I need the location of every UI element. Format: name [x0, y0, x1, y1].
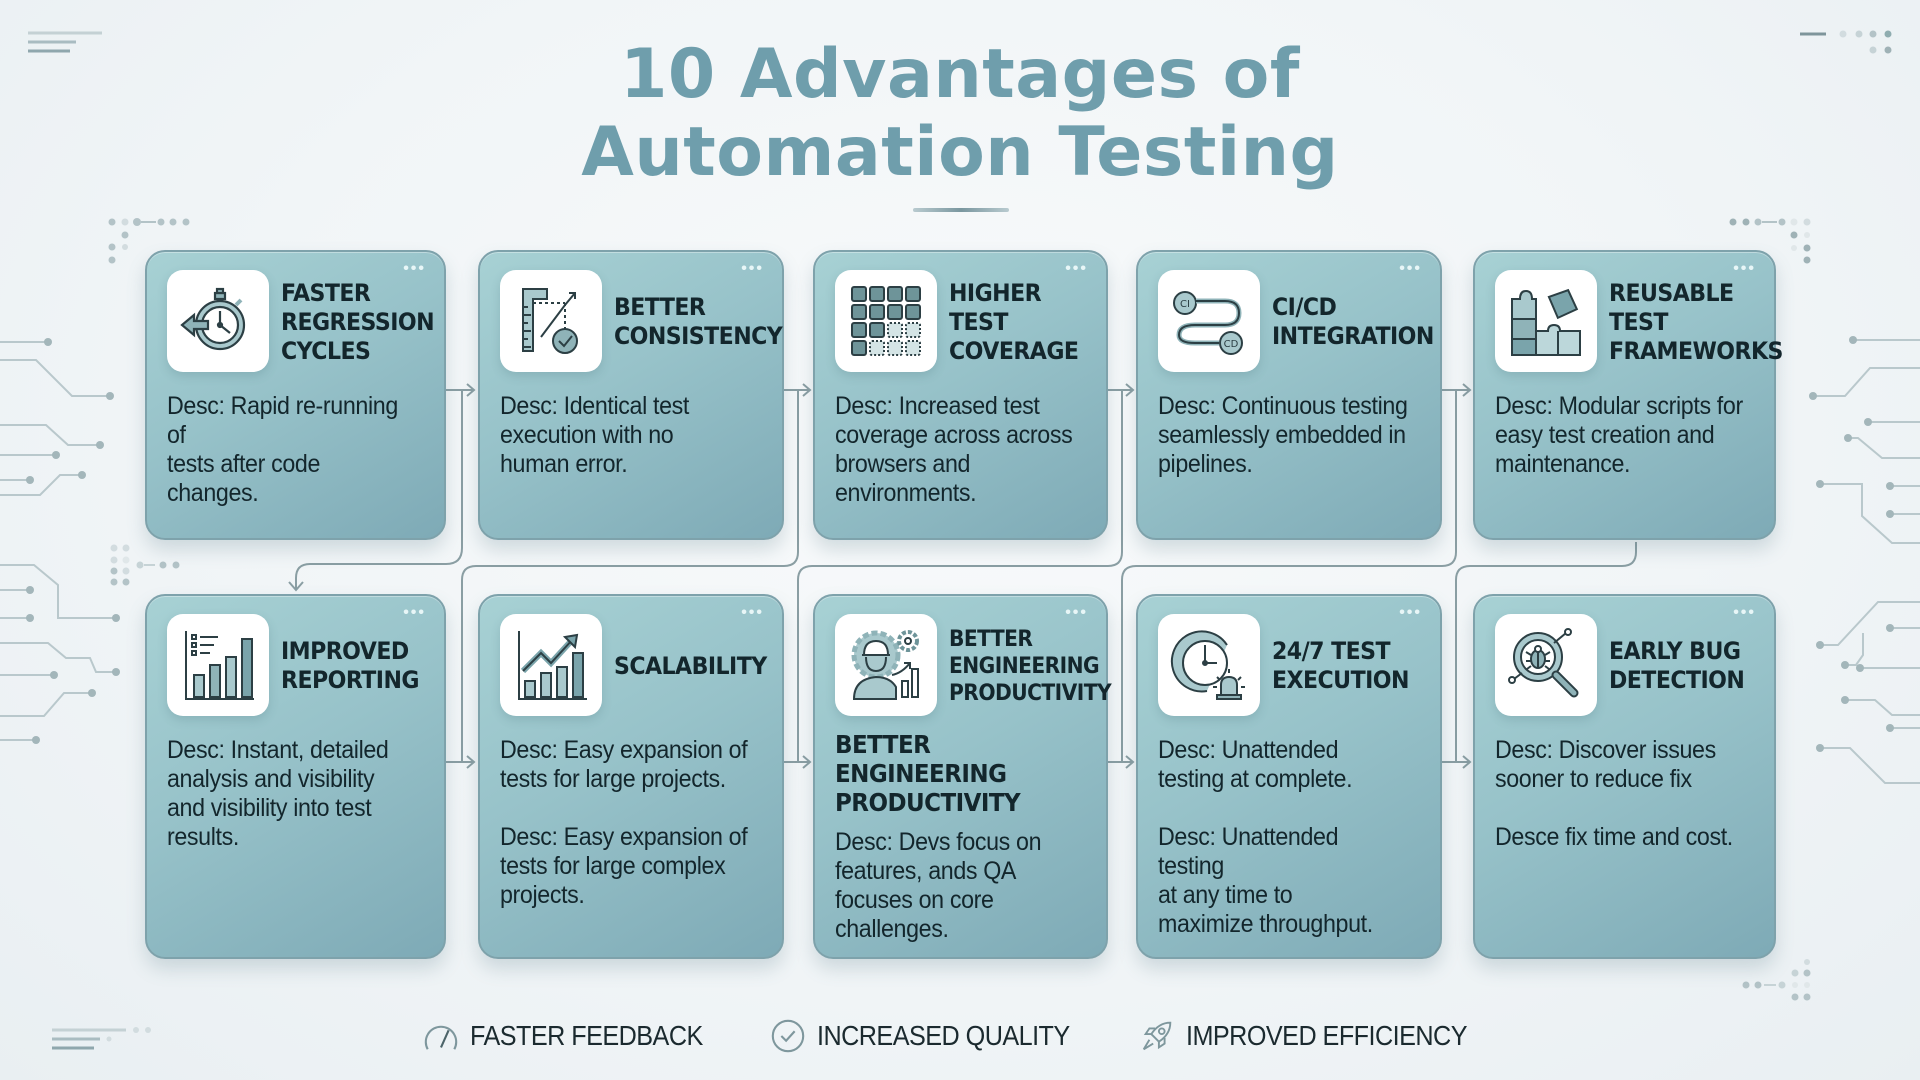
card-improved-reporting: ••• IMPROVED REPORTING Desc: Instant, de…	[145, 594, 446, 959]
footer-label: INCREASED QUALITY	[816, 1020, 1070, 1051]
card-title: BETTER ENGINEERING PRODUCTIVITY	[949, 626, 1112, 706]
puzzle-pieces-icon	[1495, 270, 1597, 372]
stopwatch-rewind-icon	[167, 270, 269, 372]
card-title: EARLY BUG DETECTION	[1609, 637, 1745, 694]
card-title: 24/7 TEST EXECUTION	[1272, 637, 1409, 694]
ruler-check-icon	[500, 270, 602, 372]
more-options-icon[interactable]: •••	[741, 604, 764, 621]
engineer-gear-icon	[835, 614, 937, 716]
card-description: Desc: Discover issues sooner to reduce f…	[1495, 736, 1733, 851]
more-options-icon[interactable]: •••	[1065, 260, 1088, 277]
card-subtitle: BETTER ENGINEERING PRODUCTIVITY	[835, 730, 1021, 817]
speedometer-icon	[425, 1025, 458, 1050]
footer-item-increased-quality: INCREASED QUALITY	[769, 1017, 1098, 1055]
growth-chart-icon	[500, 614, 602, 716]
card-title: SCALABILITY	[614, 651, 767, 680]
grid-coverage-icon	[835, 270, 937, 372]
card-description: Desc: Instant, detailed analysis and vis…	[167, 736, 389, 851]
more-options-icon[interactable]: •••	[403, 604, 426, 621]
title-underline	[913, 208, 1009, 212]
card-title: BETTER CONSISTENCY	[614, 293, 783, 350]
card-description: Desc: Easy expansion of tests for large …	[500, 736, 748, 909]
card-ci-cd-integration: ••• CI CD CI/CD INTEGRATION Desc: Contin…	[1136, 250, 1442, 540]
more-options-icon[interactable]: •••	[1065, 604, 1088, 621]
more-options-icon[interactable]: •••	[1399, 260, 1422, 277]
card-description: Desc: Devs focus on features, ands QA fo…	[835, 828, 1042, 943]
footer-item-improved-efficiency: IMPROVED EFFICIENCY	[1138, 1017, 1498, 1055]
ci-label: CI	[1180, 299, 1190, 310]
rocket-icon	[1142, 1021, 1171, 1051]
card-description: Desc: Increased test coverage across acr…	[835, 392, 1073, 507]
cd-label: CD	[1224, 339, 1239, 350]
more-options-icon[interactable]: •••	[403, 260, 426, 277]
footer-benefits: FASTER FEEDBACK INCREASED QUALITY IMPROV…	[0, 1016, 1920, 1056]
clock-alarm-icon	[1158, 614, 1260, 716]
card-title: IMPROVED REPORTING	[281, 637, 420, 694]
card-higher-test-coverage: ••• HIGHER TEST COVERAGE Desc: Increased…	[813, 250, 1108, 540]
more-options-icon[interactable]: •••	[1733, 260, 1756, 277]
bug-magnifier-icon	[1495, 614, 1597, 716]
card-description: Desc: Continuous testing seamlessly embe…	[1158, 392, 1408, 478]
card-title: CI/CD INTEGRATION	[1272, 293, 1434, 350]
more-options-icon[interactable]: •••	[1399, 604, 1422, 621]
page-title: 10 Advantages of Automation Testing	[0, 36, 1920, 192]
footer-label: IMPROVED EFFICIENCY	[1185, 1020, 1468, 1051]
card-early-bug-detection: ••• EARLY BUG DETECTION Desc: Discover i…	[1473, 594, 1776, 959]
card-24-7-test-execution: ••• 24/7 TEST EXECUTION Desc: Unattended…	[1136, 594, 1442, 959]
check-circle-icon	[771, 1019, 805, 1053]
title-line-2: Automation Testing	[581, 113, 1339, 192]
card-title: HIGHER TEST COVERAGE	[949, 278, 1079, 365]
card-title: REUSABLE TEST FRAMEWORKS	[1609, 278, 1783, 365]
card-description: Desc: Identical test execution with no h…	[500, 392, 689, 478]
title-line-1: 10 Advantages of	[620, 35, 1300, 114]
card-scalability: ••• SCALABILITY Desc: Easy expansion of …	[478, 594, 784, 959]
card-description: Desc: Modular scripts for easy test crea…	[1495, 392, 1743, 478]
card-better-consistency: ••• BETTER CONSISTENCY Desc: Identical t…	[478, 250, 784, 540]
card-title: FASTER REGRESSION CYCLES	[281, 278, 435, 365]
card-description: Desc: Rapid re-running of tests after co…	[167, 392, 398, 507]
more-options-icon[interactable]: •••	[1733, 604, 1756, 621]
more-options-icon[interactable]: •••	[741, 260, 764, 277]
card-faster-regression-cycles: ••• FASTER REGRESSION CYCLES Desc: Rapid…	[145, 250, 446, 540]
card-reusable-test-frameworks: ••• REUSABLE TEST FRAMEWORKS Desc: Modul…	[1473, 250, 1783, 540]
card-better-engineering-productivity: ••• BETTER ENGINEERING PRODUCTIVITY BETT…	[813, 594, 1112, 959]
ci-cd-pipeline-icon: CI CD	[1158, 270, 1260, 372]
card-description: Desc: Unattended testing at complete. De…	[1158, 736, 1373, 938]
report-chart-icon	[167, 614, 269, 716]
footer-label: FASTER FEEDBACK	[470, 1020, 703, 1051]
footer-item-faster-feedback: FASTER FEEDBACK	[422, 1017, 729, 1055]
